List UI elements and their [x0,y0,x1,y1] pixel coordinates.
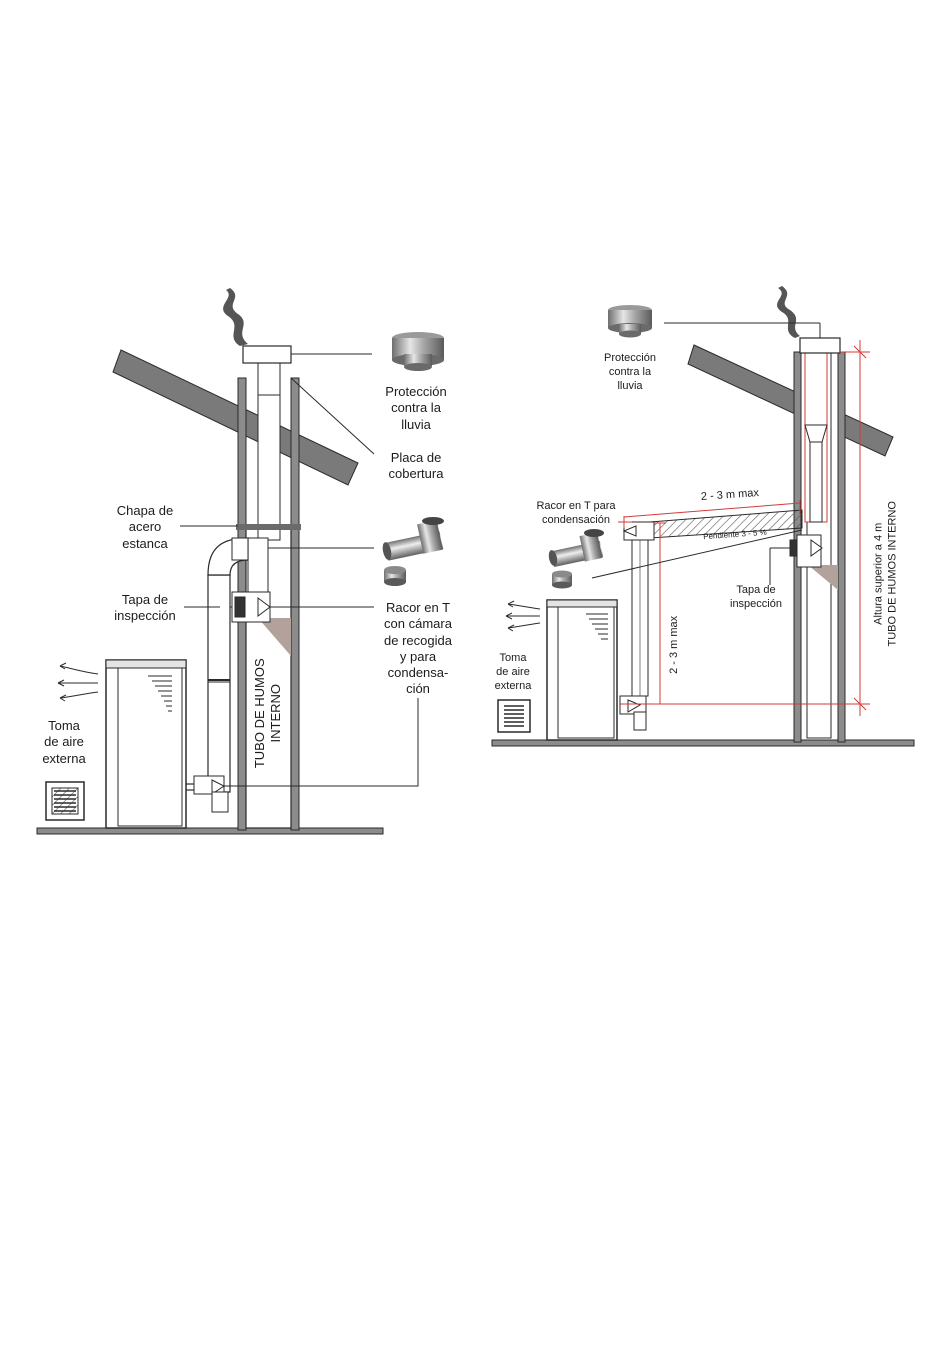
right-inspection-cap-label-line: inspección [730,597,782,610]
right-air-grille-icon [497,699,531,733]
left-tee-label: Racor en T con cámara de recogida y para… [372,600,464,698]
left-cover-plate-label-line: cobertura [388,466,444,482]
left-air-arrows-icon [57,662,99,702]
left-upper-pipe [257,361,281,541]
left-air-grille-icon [45,781,85,821]
right-dimension-lines [618,340,870,716]
right-tee-label: Racor en T para condensación [526,500,626,528]
left-rain-cap-product-icon [392,332,444,371]
left-stove [105,659,187,829]
right-inspection-cap-label-line: Tapa de [736,584,776,596]
left-steel-plate-label-line: Chapa de [116,503,174,518]
right-tee-label-line: Racor en T para [536,500,616,512]
right-height-label-line: TUBO DE HUMOS INTERNO [886,501,898,647]
left-tee-label-line: de recogida [384,632,452,648]
left-tee-label-line: con cámara [384,616,452,632]
left-air-intake-label-line: Toma [48,718,80,733]
left-air-intake-label-line: de aire [44,734,84,750]
left-outer-pipe [207,574,231,793]
right-tee-product-icon [548,529,604,589]
left-tee-label-line: ción [406,681,430,697]
left-rain-cap-label-line: contra la [391,400,441,416]
right-soot-deposit [808,565,838,590]
left-tee-product-icon [382,517,444,586]
right-air-intake-label: Toma de aire externa [480,652,546,693]
left-installation [36,288,444,835]
right-rain-cap-label-line: Protección [604,352,656,364]
right-roof [687,344,894,457]
left-rain-cap-label-line: Protección [385,384,447,399]
right-floor [491,739,915,747]
right-rain-cap-label-line: contra la [608,365,652,378]
left-tee-label-line: Racor en T [385,600,451,615]
left-chimney-wall-right [290,377,300,831]
left-steel-plate-label: Chapa de acero estanca [100,503,190,552]
right-air-arrows-icon [505,600,541,632]
left-roof [112,349,359,486]
right-rain-cap-label: Protección contra la lluvia [590,352,670,393]
left-cover-plate-label-line: Placa de [390,450,442,465]
right-inspection-cap [789,539,798,557]
left-steel-plate [236,524,301,530]
left-cover-plate-label: Placa de cobertura [370,450,462,483]
left-internal-flue-label: TUBO DE HUMOS INTERNO [252,653,285,773]
right-air-intake-label-line: externa [494,679,532,692]
left-soot-deposit [258,618,291,656]
left-inspection-cap-label: Tapa de inspección [100,592,190,625]
right-air-intake-label-line: de aire [496,665,530,678]
right-height-label-line: Altura superior a 4 m [872,522,885,625]
left-rain-cap-label: Protección contra la lluvia [370,384,462,433]
right-tee-label-line: condensación [542,513,610,526]
left-steel-plate-label-line: estanca [122,535,168,551]
left-air-intake-label: Toma de aire externa [24,718,104,767]
right-height-label: Altura superior a 4 m TUBO DE HUMOS INTE… [872,484,900,664]
right-rain-cap-label-line: lluvia [617,379,643,392]
right-air-intake-label-line: Toma [499,652,527,664]
left-smoke-icon [223,288,248,346]
left-steel-plate-label-line: acero [128,519,162,535]
right-vertical-run-label: 2 - 3 m max [668,615,681,674]
left-inspection-cap [234,596,246,618]
left-tee-label-line: y para [399,648,437,664]
right-installation [491,286,915,747]
right-smoke-icon [777,286,800,338]
right-rain-cap [799,337,841,354]
right-rain-cap-product-icon [608,305,652,338]
left-inspection-cap-label-line: inspección [114,608,176,624]
left-inspection-cap-label-line: Tapa de [121,592,169,607]
left-floor [36,827,384,835]
left-internal-flue-label-line: INTERNO [268,684,283,743]
left-air-intake-label-line: externa [42,750,86,766]
left-rain-cap-label-line: lluvia [401,416,431,432]
left-internal-flue-label-line: TUBO DE HUMOS [251,658,267,769]
left-tee-label-line: condensa- [387,665,449,680]
right-chimney-wall-right [837,351,846,743]
left-rain-cap [242,345,292,364]
right-inspection-cap-label: Tapa de inspección [716,584,796,612]
